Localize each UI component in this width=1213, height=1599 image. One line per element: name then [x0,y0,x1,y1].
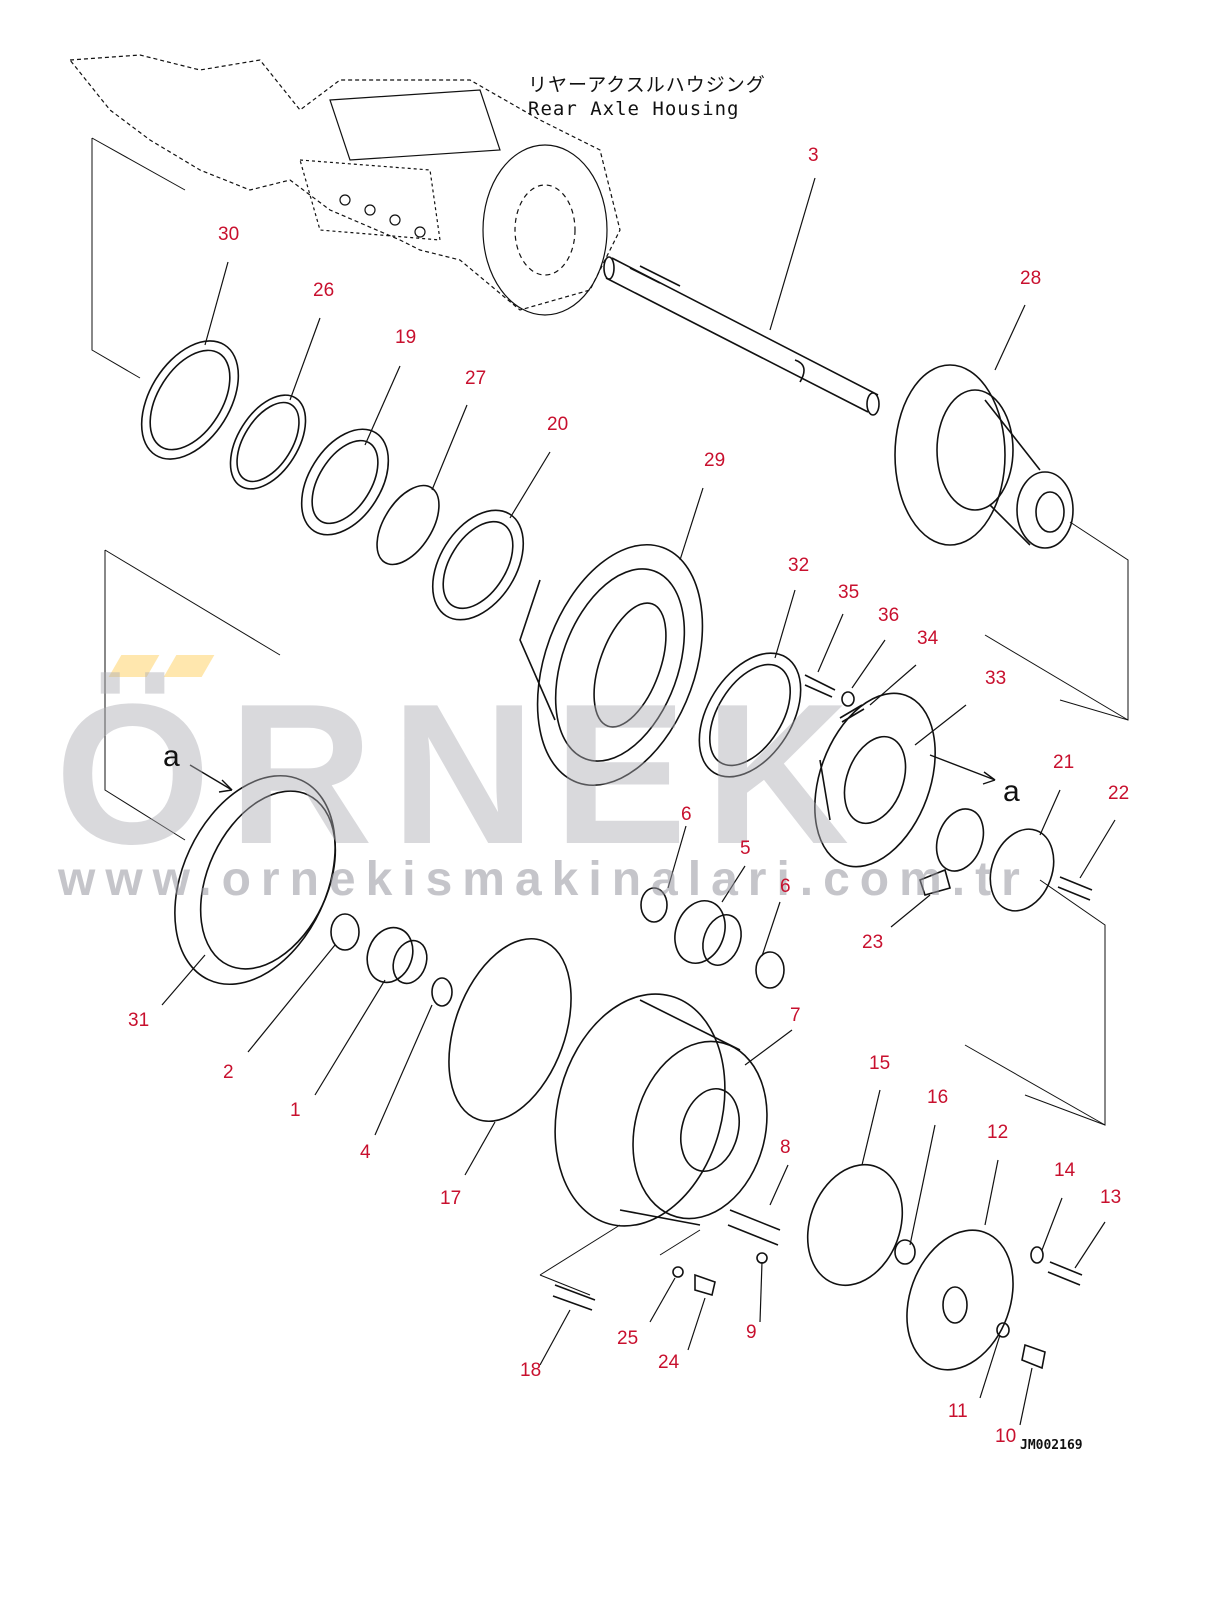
callout-24: 24 [658,1352,680,1373]
sun-gear [935,808,985,872]
callout-6-top: 6 [681,804,692,825]
callout-4: 4 [360,1142,371,1163]
callout-21: 21 [1053,752,1075,773]
bearing-race [330,913,360,951]
seal-ring [140,340,240,460]
oil-seal [431,509,525,621]
bolt [804,674,836,698]
view-marker-left: a [163,740,180,773]
bearing-cup [698,652,802,778]
watermark-brand: ÖRNEK [55,663,868,886]
callout-31: 31 [128,1010,150,1031]
o-ring [376,484,440,566]
bolt [1057,876,1093,901]
callout-5: 5 [740,838,751,859]
callout-13: 13 [1100,1187,1122,1208]
spacer-ring [229,394,307,490]
needle-bearing [366,926,428,985]
housing-title-japanese: リヤーアクスルハウジング [528,74,766,96]
callout-17: 17 [440,1188,462,1209]
housing-title-english: Rear Axle Housing [528,98,740,120]
snap-ring [431,977,453,1007]
bearing-cone [300,428,390,536]
callout-25: 25 [617,1328,639,1349]
bolt [1047,1261,1083,1286]
callout-32: 32 [788,555,810,576]
o-ring-cover [806,1163,904,1287]
callout-36: 36 [878,605,900,626]
callout-28: 28 [1020,268,1042,289]
callout-6-right: 6 [780,876,791,897]
callout-11: 11 [948,1401,968,1422]
callout-9: 9 [746,1322,757,1343]
plug [1021,1343,1046,1370]
callout-14: 14 [1054,1160,1076,1181]
callout-20: 20 [547,414,569,435]
callout-10: 10 [995,1426,1017,1447]
view-marker-right: a [1003,775,1020,808]
callout-23: 23 [862,932,884,953]
callout-18: 18 [520,1360,542,1381]
callout-22: 22 [1108,783,1130,804]
callout-7: 7 [790,1005,801,1026]
planet-shaft [727,1209,781,1246]
bolt [552,1284,596,1311]
carrier-plate [814,692,936,868]
callout-27: 27 [465,368,487,389]
drain-plug [694,1273,716,1297]
callout-34: 34 [917,628,939,649]
bearing-small [755,951,785,989]
callout-8: 8 [780,1137,791,1158]
planet-carrier-housing [554,993,768,1227]
callout-3: 3 [808,145,819,166]
callout-15: 15 [869,1053,891,1074]
planet-gear [674,900,742,966]
callout-33: 33 [985,668,1007,689]
drawing-code: JM002169 [1020,1438,1083,1453]
callout-26: 26 [313,280,335,301]
callout-12: 12 [987,1122,1009,1143]
callout-30: 30 [218,224,240,245]
callout-1: 1 [290,1100,301,1121]
callout-16: 16 [927,1087,949,1108]
callout-2: 2 [223,1062,234,1083]
wheel-hub [519,543,704,787]
rear-axle-housing [68,54,621,316]
bearing-small [640,887,668,923]
watermark-url: www.ornekismakinalari.com.tr [58,853,1030,906]
end-cover [906,1229,1014,1371]
callout-29: 29 [704,450,726,471]
callout-19: 19 [395,327,417,348]
large-o-ring [448,937,572,1123]
axle-shaft [603,256,880,416]
flange-hub [894,364,1074,549]
thrust-washer [989,828,1055,912]
callout-35: 35 [838,582,860,603]
ring-gear [174,774,337,986]
